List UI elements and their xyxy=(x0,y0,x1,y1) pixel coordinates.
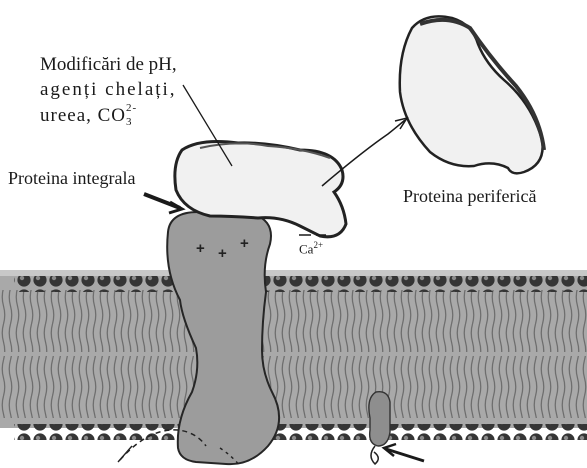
lower-lipid-tails xyxy=(0,356,587,418)
condition-line-1: Modificări de pH, xyxy=(40,52,177,77)
calcium-ion-label: Ca2+ xyxy=(299,240,323,257)
positive-charge-2: + xyxy=(218,245,227,262)
positive-charge-3: + xyxy=(240,235,249,252)
carbonate-subscript: 3 xyxy=(126,110,133,135)
small-membrane-protein xyxy=(369,392,390,446)
peripheral-protein-label: Proteina periferică xyxy=(403,186,536,207)
release-arrow xyxy=(322,120,405,186)
upper-lipid-heads xyxy=(14,276,587,292)
calcium-charge: 2+ xyxy=(313,240,323,250)
integral-protein-label: Proteina integrala xyxy=(8,168,135,189)
condition-line-3-text: ureea, CO xyxy=(40,105,126,126)
calcium-symbol: Ca xyxy=(299,241,313,256)
condition-line-2: agenți chelați, xyxy=(40,77,177,102)
lipid-bilayer xyxy=(0,270,587,440)
lower-lipid-heads xyxy=(14,424,587,440)
small-anchor-curl xyxy=(371,446,378,464)
upper-lipid-tails xyxy=(0,290,587,352)
positive-charge-1: + xyxy=(196,240,205,257)
dissociation-conditions-label: Modificări de pH, agenți chelați, ureea,… xyxy=(40,52,177,128)
